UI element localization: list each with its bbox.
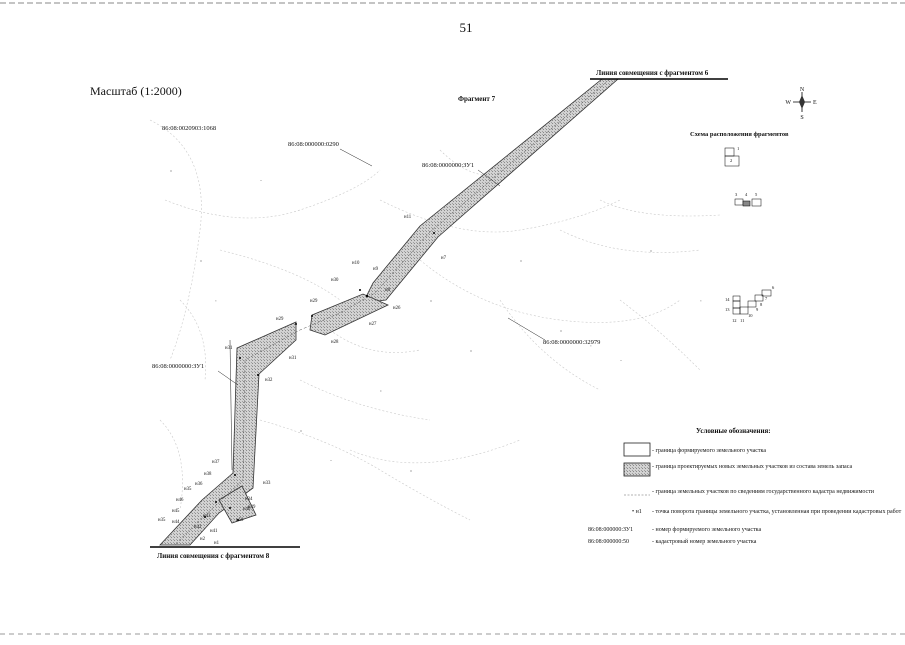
legend-symbol: 86:08:000000:ЗУ1 xyxy=(588,527,633,533)
parcel-label: 86:08:000000:0290 xyxy=(288,141,339,148)
point-label: н8 xyxy=(385,288,391,293)
point-label: н50 xyxy=(236,518,244,523)
scheme-label: 10 xyxy=(748,313,753,318)
match-line-top: Линия совмещения с фрагментом 6 xyxy=(590,69,728,80)
legend-symbol: 86:08:000000:50 xyxy=(588,539,629,545)
match-line-top-label: Линия совмещения с фрагментом 6 xyxy=(596,69,709,77)
scheme-label: 6 xyxy=(772,285,775,290)
scale-label: Масштаб (1:2000) xyxy=(90,84,182,98)
corridor-south-leg xyxy=(218,485,257,524)
legend-item-text: - граница земельных участков по сведения… xyxy=(652,489,875,495)
scheme-title: Схема расположения фрагментов xyxy=(690,131,789,138)
legend-item-text: - граница формируемого земельного участк… xyxy=(652,447,766,454)
corridor-boundary-west xyxy=(229,339,233,471)
corridor-axis xyxy=(174,78,611,546)
scheme-label: 3 xyxy=(735,192,738,197)
fragment-title: Фрагмент 7 xyxy=(458,95,496,103)
scheme-label: 8 xyxy=(760,302,763,307)
turning-points: н11 н7 н10 н30 н9 н8 н29 н26 н27 н28 н29… xyxy=(158,215,447,546)
scheme-label: 14 xyxy=(725,297,730,302)
scheme-label: 1 xyxy=(737,146,739,151)
parcel-labels: 86:08:0020903:1068 86:08:000000:0290 86:… xyxy=(152,125,600,386)
fragment-scheme: Схема расположения фрагментов 1 2 3 4 5 … xyxy=(690,131,789,323)
parcel-label: 86:08:0020903:1068 xyxy=(162,125,216,132)
background-speckle xyxy=(170,170,702,472)
point-label: н27 xyxy=(369,322,377,327)
point-label: н44 xyxy=(172,520,180,525)
legend-item-text: - точка поворота границы земельного учас… xyxy=(652,508,902,515)
point-label: н31 xyxy=(225,346,233,351)
point-label: н40 xyxy=(243,507,251,512)
scheme-label: 7 xyxy=(765,296,768,301)
compass-s: S xyxy=(800,115,803,121)
compass-w: W xyxy=(785,100,791,106)
turning-point-dots xyxy=(204,232,435,521)
point-label: н37 xyxy=(212,460,220,465)
point-label: н39 xyxy=(248,505,256,510)
point-label: н42 xyxy=(194,525,202,530)
scheme-label: 4 xyxy=(745,192,748,197)
point-label: н30 xyxy=(331,278,339,283)
point-label: н2 xyxy=(200,537,206,542)
match-line-bottom: Линия совмещения с фрагментом 8 xyxy=(150,546,300,560)
legend-item-text: - кадастровый номер земельного участка xyxy=(652,538,757,545)
point-label: н45 xyxy=(172,509,180,514)
point-label: н10 xyxy=(352,261,360,266)
parcel-label: 86:08:0000000:32979 xyxy=(543,339,600,346)
scheme-label: 11 xyxy=(740,318,744,323)
scheme-label: 12 xyxy=(732,318,737,323)
north-arrow-icon: N S W E xyxy=(785,87,817,121)
point-label: н29 xyxy=(276,317,284,322)
point-label: н41 xyxy=(210,529,218,534)
point-label: н34 xyxy=(245,497,253,502)
point-label: н1 xyxy=(214,541,220,546)
scheme-label: 9 xyxy=(756,307,759,312)
compass-e: E xyxy=(813,100,817,106)
match-line-bottom-label: Линия совмещения с фрагментом 8 xyxy=(157,552,270,560)
point-label: н7 xyxy=(441,256,447,261)
legend-symbol: • н1 xyxy=(632,509,642,515)
legend-item-text: - номер формируемого земельного участка xyxy=(652,526,762,533)
corridor-upper xyxy=(362,78,620,304)
point-label: н11 xyxy=(404,215,412,220)
legend-swatch-hatched xyxy=(623,462,651,477)
page-number: 51 xyxy=(460,20,473,35)
point-label: н36 xyxy=(195,482,203,487)
legend-title: Условные обозначения: xyxy=(696,427,771,435)
point-label: н28 xyxy=(331,340,339,345)
point-label: н31 xyxy=(289,356,297,361)
parcel-corridor xyxy=(159,78,620,546)
point-label: н32 xyxy=(265,378,273,383)
point-label: н38 xyxy=(204,472,212,477)
point-label: н29 xyxy=(310,299,318,304)
compass-n: N xyxy=(800,87,805,93)
point-label: н9 xyxy=(373,267,379,272)
scheme-label: 13 xyxy=(725,307,730,312)
legend-item-text: - граница проектируемых новых земельных … xyxy=(652,464,852,470)
scheme-label: 2 xyxy=(730,158,732,163)
corridor-middle xyxy=(309,293,389,336)
legend-swatch-formed xyxy=(623,442,651,457)
parcel-label: 86:08:0000000:ЗУ1 xyxy=(422,162,474,169)
legend: Условные обозначения: - граница формируе… xyxy=(588,427,902,545)
point-label: н35 xyxy=(158,518,166,523)
background-parcel-lines xyxy=(149,119,721,521)
point-label: н33 xyxy=(263,481,271,486)
point-label: н43 xyxy=(203,514,211,519)
point-label: н26 xyxy=(393,306,401,311)
scheme-label: 5 xyxy=(755,192,758,197)
parcel-label: 86:08:0000000:ЗУ1 xyxy=(152,363,204,370)
point-label: н35 xyxy=(184,487,192,492)
point-label: н46 xyxy=(176,498,184,503)
